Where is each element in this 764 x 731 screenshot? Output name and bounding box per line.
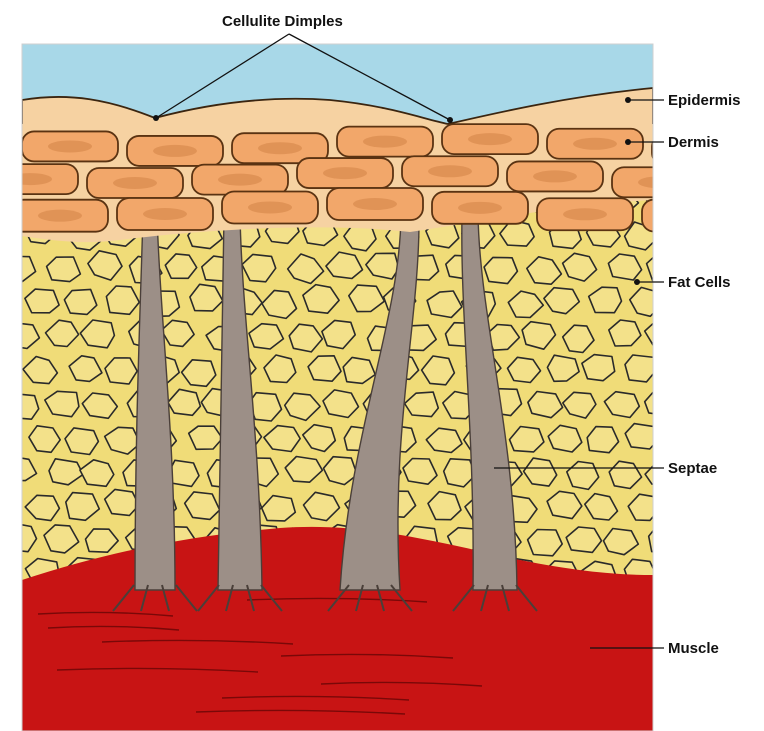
dermis-cell-shade — [468, 133, 512, 145]
dermis-cell-shade — [8, 173, 52, 185]
fat-cell — [64, 289, 96, 314]
dimple-marker-left — [153, 115, 159, 121]
epidermis-marker — [625, 97, 631, 103]
dermis-cell-shade — [143, 208, 187, 220]
fat-cell — [666, 559, 699, 585]
dermis-cell-shade — [218, 174, 262, 186]
label-fat-cells: Fat Cells — [668, 274, 731, 291]
dermis-cell-shade — [113, 177, 157, 189]
dermis-cell — [612, 167, 708, 197]
fat-cell — [667, 358, 700, 383]
dermis-cell-shade — [638, 176, 682, 188]
skin-panel — [0, 44, 748, 731]
label-cellulite-dimples: Cellulite Dimples — [222, 13, 343, 30]
dermis-cell-shade — [258, 142, 302, 154]
dermis-cell-shade — [563, 208, 607, 220]
fat-cells-marker — [634, 279, 640, 285]
fat-cell — [47, 257, 81, 282]
dermis-cell-shade — [38, 210, 82, 222]
dermis-cell-shade — [668, 210, 712, 222]
fat-cell — [663, 219, 697, 244]
label-epidermis: Epidermis — [668, 92, 741, 109]
dermis-cell-shade — [363, 136, 407, 148]
dermis-cell-shade — [153, 145, 197, 157]
dermis-cell-shade — [458, 202, 502, 214]
fat-cell — [625, 424, 660, 449]
dermis-marker — [625, 139, 631, 145]
fat-cell — [669, 427, 703, 453]
dermis-cell-shade — [323, 167, 367, 179]
fat-cell — [4, 524, 37, 552]
dermis-cell-shade — [573, 138, 617, 150]
dermis-cell-shade — [48, 140, 92, 152]
dermis-cell-shade — [248, 201, 292, 213]
dermis-cell-shade — [353, 198, 397, 210]
fat-cell — [645, 391, 679, 416]
dermis-cell-shade — [428, 165, 472, 177]
dermis-cell — [642, 200, 738, 232]
fat-cell — [670, 495, 705, 521]
dermis-cell-shade — [533, 170, 577, 182]
label-muscle: Muscle — [668, 640, 719, 657]
fat-cell — [105, 358, 137, 384]
fat-cell — [668, 290, 699, 317]
dimple-marker-right — [447, 117, 453, 123]
label-septae: Septae — [668, 460, 717, 477]
label-dermis: Dermis — [668, 134, 719, 151]
